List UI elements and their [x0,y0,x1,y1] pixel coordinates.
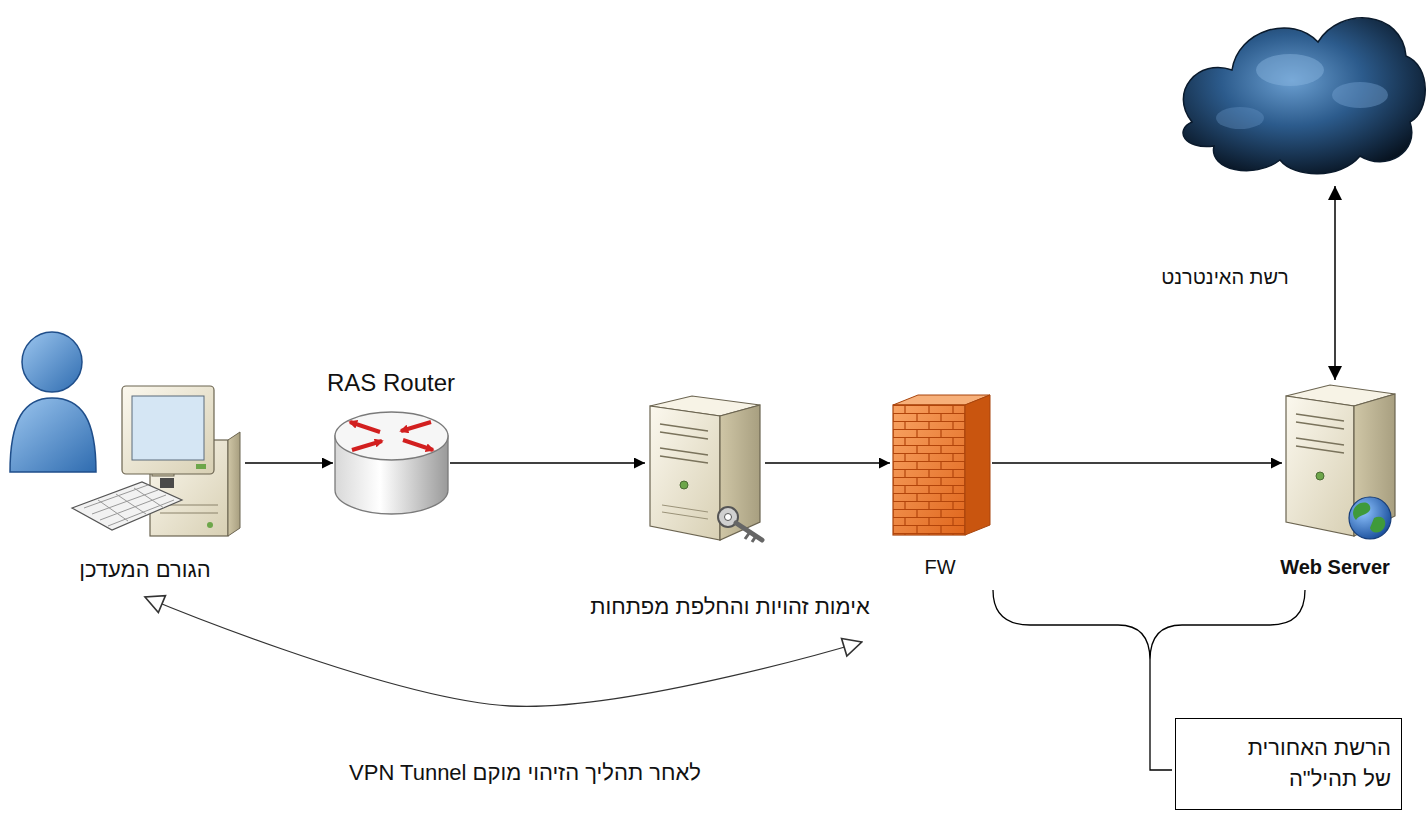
network-note-box: הרשת האחורית של תהיל"ה [1175,718,1402,810]
node-label: הרשת האחורית של תהיל"ה [1226,733,1391,795]
globe-symbol [1349,497,1391,539]
firewall-icon [893,405,965,535]
web-server-icon [1286,385,1395,539]
computer-icon [122,386,214,474]
node-label: Web Server [1280,556,1390,579]
web-server-icon [1316,472,1324,480]
internet-link [1334,186,1336,380]
internet-cloud [1183,18,1425,174]
node-label: RAS Router [327,369,455,397]
web-server-icon [1296,414,1344,453]
internet-cloud [1256,54,1324,86]
node-label: אימות זהויות והחלפת מפתחות [590,594,870,620]
link-arrow [245,462,333,463]
computer-icon [228,432,240,536]
router-icon [335,412,448,514]
back-network-bracket [993,590,1305,660]
network-label: רשת האינטרנט [1158,266,1291,289]
internet-cloud [1183,18,1425,174]
router-icon [335,412,448,460]
user-figure [10,332,96,472]
key-symbol [745,532,756,542]
auth-server-icon [660,424,708,463]
back-network-bracket [1150,660,1172,770]
link-arrow [992,462,1282,463]
user-figure [22,332,82,392]
internet-cloud [1216,107,1264,129]
edge-label: לאחר תהליך הזיהוי מוקם VPN Tunnel [346,760,704,786]
computer-icon [196,464,206,469]
internet-cloud [1332,82,1388,108]
firewall-icon [965,395,990,535]
key-symbol [718,507,762,542]
web-server-icon [1286,396,1354,536]
link-arrow [765,462,890,463]
router-icon [401,422,431,431]
router-icon [350,422,380,432]
firewall-icon [893,395,990,535]
auth-server-icon [662,505,708,519]
computer-icon [72,386,240,536]
computer-icon [98,488,164,521]
computer-icon [160,513,218,514]
computer-icon [84,485,174,526]
firewall-icon [893,405,965,535]
auth-server-icon [720,405,760,540]
web-server-node: Web Server [1282,383,1400,545]
key-symbol [725,514,732,521]
computer-icon [160,478,174,488]
globe-symbol [1370,517,1385,533]
globe-symbol [1349,497,1391,539]
globe-symbol [1353,503,1370,520]
auth-server-icon [650,406,720,540]
firewall-node: FW [890,392,992,538]
router-icon [403,440,433,450]
node-label: הגורם המעדכן [79,557,211,583]
computer-icon [207,522,213,528]
router-icon [352,441,382,450]
node-label: FW [924,556,955,579]
auth-server-node: אימות זהויות והחלפת מפתחות [645,393,765,541]
link-arrow [450,462,645,463]
computer-icon [132,396,204,460]
auth-server-icon [680,481,688,489]
computer-icon [72,482,182,530]
auth-server-icon [650,396,762,542]
user-figure [10,398,96,472]
user-station: הגורם המעדכן [0,335,245,545]
router-node: RAS Router [333,403,450,518]
